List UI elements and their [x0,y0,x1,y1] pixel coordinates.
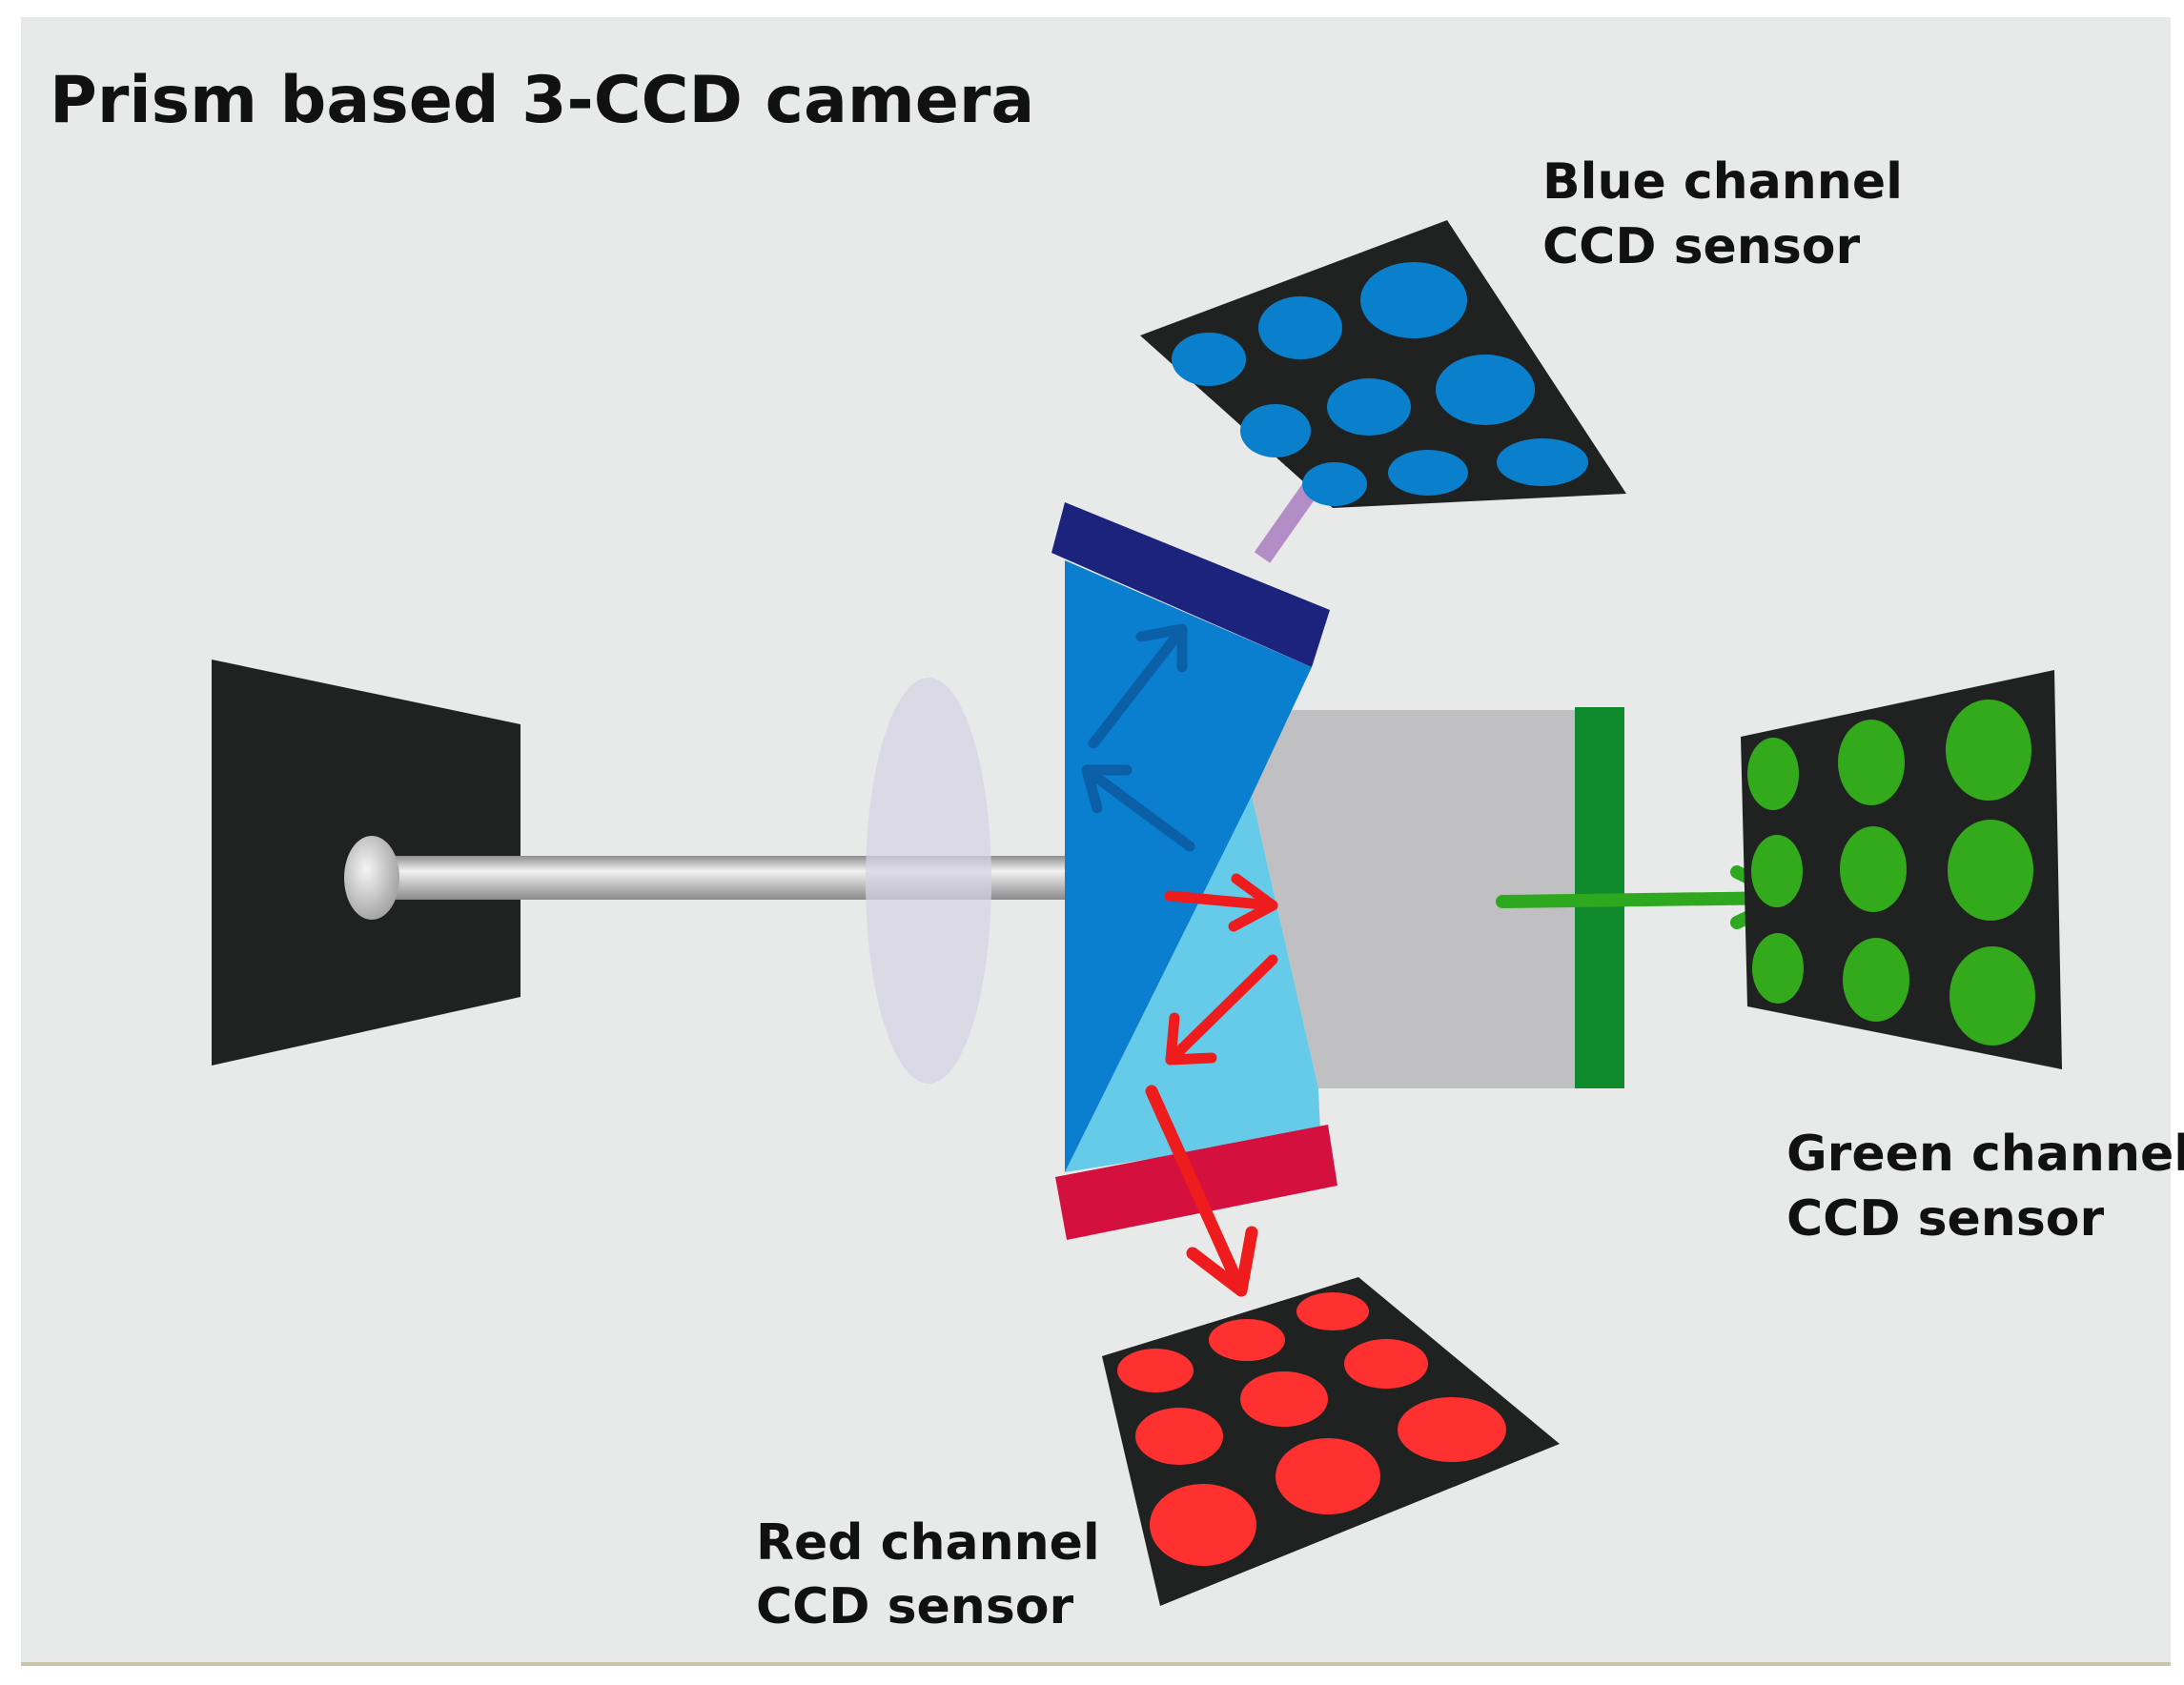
red-pixel [1209,1319,1285,1361]
red-channel-ccd-sensor [1102,1277,1560,1606]
green-pixel [1838,720,1905,805]
red-pixel [1135,1408,1223,1465]
green-pixel [1843,938,1909,1022]
arrow-red-horizontal [1164,873,1278,932]
green-sensor-pixels [1747,700,2035,1046]
green-pixel [1751,835,1803,907]
arrow-red-to-red-sensor [1145,1085,1258,1297]
blue-pixel [1240,404,1311,457]
blue-label-line1: Blue channel [1542,153,1903,211]
green-pixel [1747,738,1799,810]
arrow-red-diagonal [1165,954,1278,1066]
blue-channel-ccd-sensor [1140,220,1626,508]
light-rod-end-cap [344,836,399,920]
blue-pixel [1258,296,1342,359]
green-pixel [1946,700,2031,801]
green-pixel [1752,933,1804,1004]
light-rod [372,856,1156,900]
red-pixel [1240,1371,1328,1427]
blue-pixel [1436,355,1535,425]
red-pixel [1150,1484,1256,1566]
blue-pixel [1327,378,1411,436]
arrow-blue-lower [1081,764,1195,852]
blue-pixel [1497,438,1588,486]
green-label-line1: Green channel [1786,1126,2184,1183]
red-pixel [1117,1349,1194,1392]
blue-filter [1051,502,1330,667]
blue-sensor-pixels [1172,262,1588,506]
red-pixel [1344,1339,1428,1389]
green-pixel [1948,820,2033,921]
lens [866,678,991,1084]
green-channel-ccd-sensor [1741,670,2062,1069]
red-label-line1: Red channel [756,1514,1100,1572]
red-pixel [1296,1292,1369,1330]
blue-pixel [1172,333,1246,386]
green-pixel [1840,826,1907,912]
green-label-line2: CCD sensor [1786,1190,2105,1248]
red-sensor-pixels [1117,1292,1506,1566]
green-pixel [1949,946,2035,1046]
red-pixel [1276,1438,1380,1514]
prism-dark-blue-section [1065,560,1312,1172]
blue-pixel [1388,450,1468,496]
blue-pixel [1360,262,1467,338]
red-label-line2: CCD sensor [756,1578,1074,1635]
prism-gray-block [1252,710,1575,1088]
arrow-blue-upper [1088,623,1188,749]
red-pixel [1398,1397,1506,1462]
diagram-title: Prism based 3-CCD camera [50,63,1034,138]
blue-label-line2: CCD sensor [1542,218,1861,275]
blue-pixel [1302,462,1367,506]
